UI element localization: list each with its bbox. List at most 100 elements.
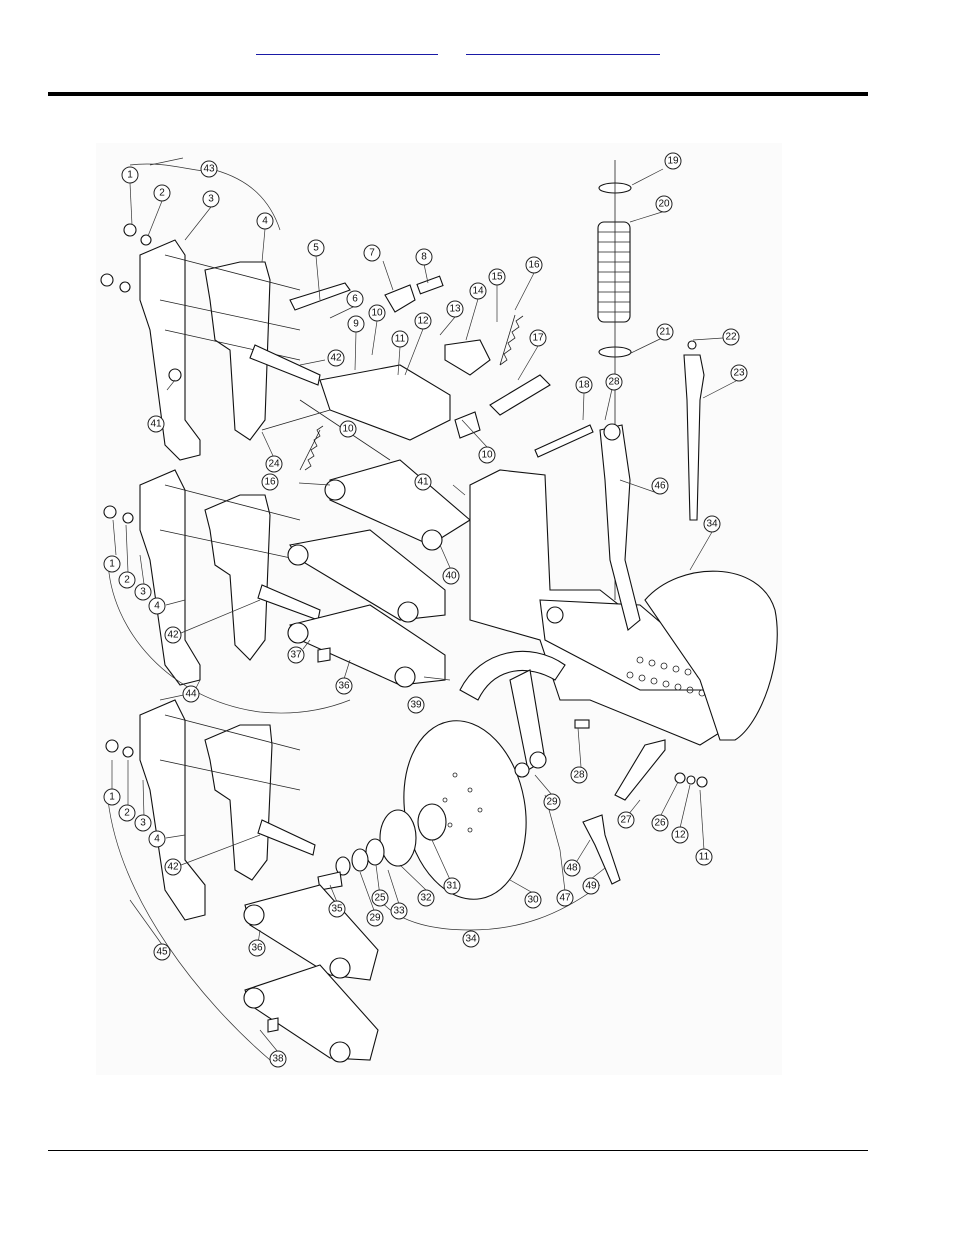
callout-36b: 36	[249, 940, 265, 956]
callout-label-15: 15	[491, 272, 503, 283]
callout-9: 9	[348, 316, 364, 332]
callout-10a: 10	[369, 305, 385, 321]
callout-label-3: 3	[140, 818, 146, 829]
callout-42b: 42	[165, 627, 181, 643]
callout-16a: 16	[526, 257, 542, 273]
callout-label-25: 25	[374, 893, 386, 904]
callout-label-35: 35	[331, 904, 343, 915]
callout-label-37: 37	[290, 650, 302, 661]
callout-27: 27	[618, 812, 634, 828]
callout-label-41: 41	[417, 477, 429, 488]
callout-label-1: 1	[109, 559, 115, 570]
callout-39: 39	[408, 697, 424, 713]
callout-42a: 42	[328, 350, 344, 366]
callout-28b: 28	[571, 767, 587, 783]
callout-label-43: 43	[203, 164, 215, 175]
callout-label-2: 2	[124, 575, 130, 586]
callout-label-8: 8	[421, 252, 427, 263]
callout-label-2: 2	[124, 808, 130, 819]
callout-label-1: 1	[109, 792, 115, 803]
callout-10c: 10	[479, 447, 495, 463]
callout-label-4: 4	[154, 834, 160, 845]
callout-label-36: 36	[251, 943, 263, 954]
callout-label-12: 12	[417, 316, 429, 327]
callout-label-1: 1	[127, 170, 133, 181]
callout-label-38: 38	[272, 1054, 284, 1065]
callout-label-44: 44	[185, 689, 197, 700]
callout-label-9: 9	[353, 319, 359, 330]
callout-label-18: 18	[578, 380, 590, 391]
callout-label-23: 23	[733, 368, 745, 379]
callout-label-14: 14	[472, 286, 484, 297]
callout-40: 40	[443, 568, 459, 584]
callout-label-4: 4	[154, 601, 160, 612]
callout-label-34: 34	[706, 519, 718, 530]
callout-label-31: 31	[446, 881, 458, 892]
callout-label-11: 11	[395, 334, 406, 345]
callout-label-28: 28	[573, 770, 585, 781]
callout-11a: 11	[392, 331, 408, 347]
callout-2b: 2	[119, 572, 135, 588]
callout-35: 35	[329, 901, 345, 917]
callout-15: 15	[489, 269, 505, 285]
callout-3: 3	[203, 191, 219, 207]
callout-6: 6	[347, 291, 363, 307]
callout-18: 18	[576, 377, 592, 393]
callout-20: 20	[656, 196, 672, 212]
callout-label-3: 3	[208, 194, 214, 205]
callout-28a: 28	[606, 374, 622, 390]
callout-label-24: 24	[268, 459, 280, 470]
callout-36a: 36	[336, 678, 352, 694]
callout-1b: 1	[104, 556, 120, 572]
callout-5: 5	[308, 240, 324, 256]
callout-label-39: 39	[410, 700, 422, 711]
callout-31: 31	[444, 878, 460, 894]
callout-label-21: 21	[659, 327, 671, 338]
callout-label-47: 47	[559, 893, 571, 904]
callout-4: 4	[257, 213, 273, 229]
callout-label-49: 49	[585, 881, 597, 892]
callout-25: 25	[372, 890, 388, 906]
callout-41b: 41	[415, 474, 431, 490]
callout-label-32: 32	[420, 893, 432, 904]
callout-14: 14	[470, 283, 486, 299]
callout-label-17: 17	[532, 333, 544, 344]
callout-label-34: 34	[465, 934, 477, 945]
callout-46: 46	[652, 478, 668, 494]
callout-label-42: 42	[167, 862, 179, 873]
callout-43: 43	[201, 161, 217, 177]
callout-29a: 29	[544, 794, 560, 810]
callout-38: 38	[270, 1051, 286, 1067]
callout-label-6: 6	[352, 294, 358, 305]
callout-34a: 34	[704, 516, 720, 532]
callout-label-40: 40	[445, 571, 457, 582]
callout-label-42: 42	[330, 353, 342, 364]
callout-label-2: 2	[159, 188, 165, 199]
callout-19: 19	[665, 153, 681, 169]
callout-7: 7	[364, 245, 380, 261]
callout-label-29: 29	[369, 913, 381, 924]
callout-13: 13	[447, 301, 463, 317]
callout-label-10: 10	[371, 308, 383, 319]
callout-1: 1	[122, 167, 138, 183]
callout-48: 48	[564, 860, 580, 876]
callout-label-22: 22	[725, 332, 737, 343]
callout-1c: 1	[104, 789, 120, 805]
callout-label-16: 16	[528, 260, 540, 271]
callout-42c: 42	[165, 859, 181, 875]
callout-label-4: 4	[262, 216, 268, 227]
callout-label-30: 30	[527, 895, 539, 906]
callout-label-13: 13	[449, 304, 461, 315]
callout-49: 49	[583, 878, 599, 894]
callout-10b: 10	[340, 421, 356, 437]
callout-label-41: 41	[150, 419, 162, 430]
callout-3b: 3	[135, 584, 151, 600]
callout-37: 37	[288, 647, 304, 663]
callout-2: 2	[154, 185, 170, 201]
callout-label-5: 5	[313, 243, 319, 254]
callout-45: 45	[154, 944, 170, 960]
callout-label-10: 10	[342, 424, 354, 435]
callout-label-27: 27	[620, 815, 632, 826]
footer-rule	[48, 1150, 868, 1151]
